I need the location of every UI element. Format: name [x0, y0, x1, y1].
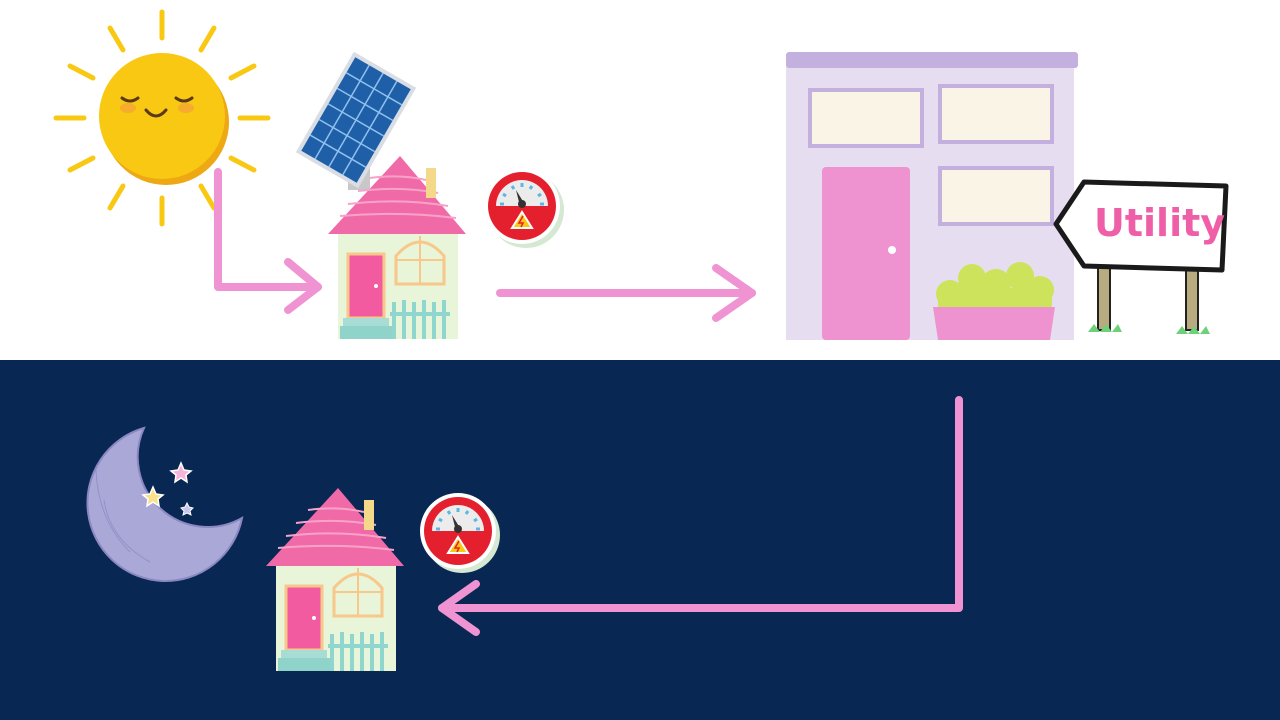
sunlight-arrow: [214, 168, 322, 314]
night-meter-icon: [418, 491, 502, 575]
utility-sign-label: Utility: [1094, 201, 1225, 245]
import-arrow: [438, 396, 963, 636]
solar-panel-icon: [295, 51, 417, 190]
star-icon: [141, 461, 194, 516]
sun-icon: [53, 9, 271, 227]
export-arrow: [496, 264, 756, 322]
day-meter-icon: [482, 166, 566, 250]
night-house-icon: [264, 486, 406, 673]
utility-sign: Utility: [1053, 179, 1229, 334]
utility-building-icon: [786, 52, 1078, 340]
moon-icon: [86, 426, 244, 582]
